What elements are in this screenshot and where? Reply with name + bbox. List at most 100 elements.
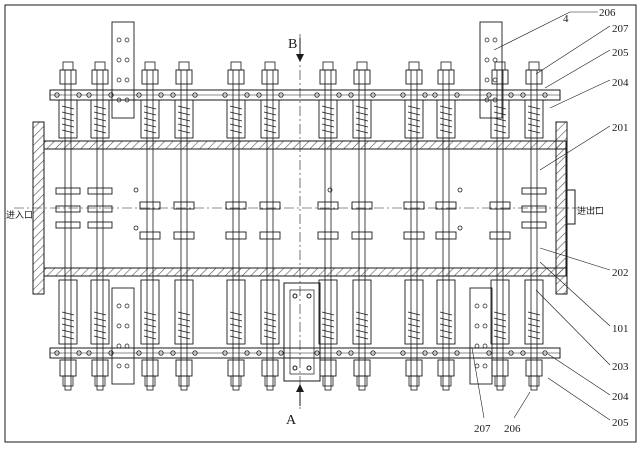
top-cap-knob: [528, 61, 540, 71]
bottom-cap: [353, 359, 371, 377]
bottom-cap-knob: [528, 375, 540, 387]
bearing-nut: [422, 92, 428, 98]
spring-coil: [263, 123, 277, 128]
mounting-bracket: [479, 21, 503, 119]
inlet-label: 进入口: [6, 210, 33, 221]
spring-coil: [355, 329, 369, 334]
spring-coil: [493, 329, 507, 334]
top-cap-knob: [356, 61, 368, 71]
bearing-nut: [370, 92, 376, 98]
spring-coil: [143, 117, 157, 122]
bottom-cap-knob: [322, 375, 334, 387]
spring-coil: [93, 311, 107, 316]
bracket-bolt: [124, 323, 130, 329]
spring-coil: [493, 105, 507, 110]
bearing-nut: [520, 350, 526, 356]
chamber-hole: [133, 187, 139, 193]
spring-coil: [407, 105, 421, 110]
bearing-nut: [314, 350, 320, 356]
roller-shaft: [96, 69, 104, 391]
roller-disc: [139, 201, 161, 210]
spring-coil: [93, 129, 107, 134]
bracket-bolt: [474, 343, 480, 349]
bearing-nut: [54, 92, 60, 98]
spring-coil: [321, 311, 335, 316]
spring-coil: [93, 105, 107, 110]
bracket-bolt: [116, 37, 122, 43]
bottom-cap: [319, 359, 337, 377]
lower-spring-housing: [318, 279, 338, 345]
spring-coil: [229, 111, 243, 116]
lower-spring-housing: [436, 279, 456, 345]
spring-coil: [439, 117, 453, 122]
spring-coil: [527, 335, 541, 340]
roller-disc: [225, 231, 247, 240]
bottom-cap-knob: [178, 375, 190, 387]
bracket-bolt: [484, 37, 490, 43]
callout-101: 101: [612, 323, 629, 335]
spring-coil: [439, 105, 453, 110]
spring-coil: [229, 105, 243, 110]
top-cap: [405, 69, 423, 85]
bearing-nut: [136, 92, 142, 98]
bottom-cap: [141, 359, 159, 377]
upper-plate: [43, 140, 567, 150]
callout-leader: [539, 125, 611, 171]
spring-coil: [229, 311, 243, 316]
spring-coil: [355, 335, 369, 340]
bottom-cap-knob: [408, 375, 420, 387]
spring-coil: [61, 111, 75, 116]
spring-coil: [355, 123, 369, 128]
callout-leader: [539, 261, 611, 327]
roller-disc: [173, 201, 195, 210]
spring-coil: [407, 117, 421, 122]
bracket-bolt: [116, 77, 122, 83]
roller-disc: [351, 231, 373, 240]
top-cap-knob: [408, 61, 420, 71]
bottom-cap: [525, 359, 543, 377]
bearing-nut: [520, 92, 526, 98]
bracket-bolt: [124, 303, 130, 309]
roller-disc: [55, 221, 81, 229]
spring-coil: [321, 105, 335, 110]
bottom-cap-knob: [94, 375, 106, 387]
roller-disc: [317, 201, 339, 210]
callout-leader: [539, 247, 611, 271]
roller-disc: [521, 205, 547, 213]
bearing-nut: [86, 92, 92, 98]
centre-bracket-bolt: [292, 293, 298, 299]
spring-coil: [229, 117, 243, 122]
bearing-nut: [278, 92, 284, 98]
spring-coil: [61, 311, 75, 316]
roller-disc: [317, 231, 339, 240]
spring-coil: [93, 335, 107, 340]
spring-coil: [407, 317, 421, 322]
bracket-bolt: [116, 343, 122, 349]
spring-coil: [61, 117, 75, 122]
spring-coil: [229, 129, 243, 134]
bracket-bolt: [124, 57, 130, 63]
bearing-nut: [86, 350, 92, 356]
upper-spring-housing: [260, 99, 280, 139]
roller-disc: [87, 205, 113, 213]
bracket-bolt: [116, 363, 122, 369]
spring-coil: [177, 329, 191, 334]
bracket-bolt: [482, 363, 488, 369]
spring-coil: [177, 335, 191, 340]
bearing-nut: [542, 350, 548, 356]
roller-disc: [403, 231, 425, 240]
centre-bracket-bolt: [292, 365, 298, 371]
bracket-bolt: [116, 57, 122, 63]
spring-coil: [493, 323, 507, 328]
spring-coil: [355, 105, 369, 110]
spring-coil: [93, 111, 107, 116]
bracket-bolt: [492, 77, 498, 83]
spring-coil: [61, 335, 75, 340]
roller-disc: [173, 231, 195, 240]
spring-coil: [493, 123, 507, 128]
bottom-cap: [59, 359, 77, 377]
spring-coil: [177, 117, 191, 122]
spring-coil: [527, 329, 541, 334]
spring-coil: [263, 311, 277, 316]
lower-plate: [43, 267, 567, 277]
